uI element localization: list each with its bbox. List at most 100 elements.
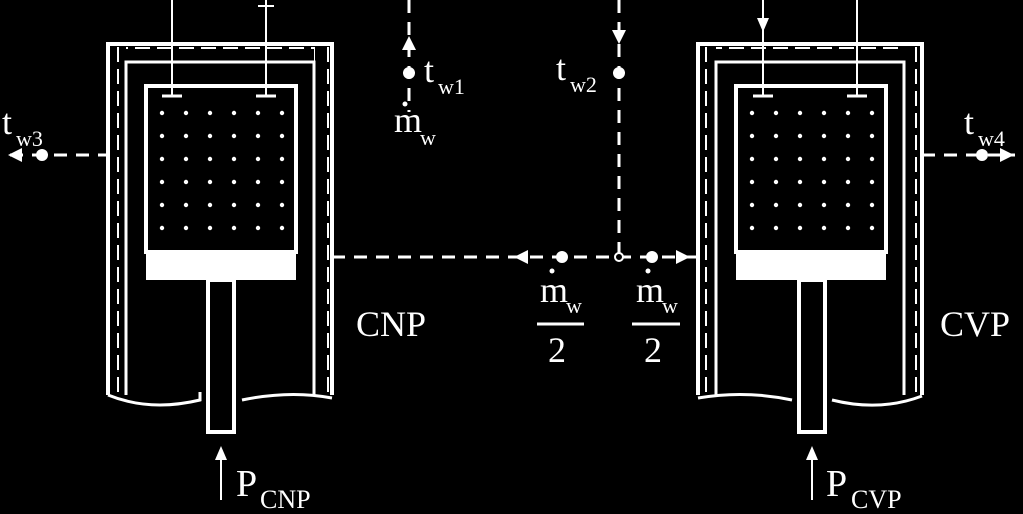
particle-dot: [869, 202, 875, 208]
particle-dot: [749, 133, 755, 139]
particle-dot: [773, 133, 779, 139]
particle-dot: [231, 202, 237, 208]
particle-dot: [845, 110, 851, 116]
particle-dot: [231, 225, 237, 231]
tw1-node: [403, 67, 415, 79]
flow-lines: [10, 0, 1015, 259]
particle-dot: [255, 156, 261, 162]
particle-dot: [749, 110, 755, 116]
label-tw4: t w4: [964, 102, 1005, 151]
cvp-chamber: [734, 84, 888, 254]
particle-dot: [869, 179, 875, 185]
particle-dot: [207, 156, 213, 162]
cnp-chamber: [144, 84, 298, 254]
particle-dot: [255, 225, 261, 231]
particle-dot: [231, 133, 237, 139]
tw3-arrow: [8, 148, 22, 162]
svg-text:t: t: [424, 50, 434, 90]
particle-dot: [869, 133, 875, 139]
particle-dot: [183, 110, 189, 116]
svg-text:w: w: [420, 125, 436, 150]
label-tw3: t w3: [2, 102, 43, 151]
particle-dot: [797, 202, 803, 208]
tw4-node: [976, 149, 988, 161]
particle-dot: [159, 133, 165, 139]
cvp-piston: [736, 252, 886, 280]
cnp-piston: [146, 252, 296, 280]
particle-dot: [279, 110, 285, 116]
svg-text:m: m: [394, 100, 422, 140]
particle-dot: [183, 179, 189, 185]
cnp-inner-wall: [124, 60, 316, 395]
particle-dot: [255, 202, 261, 208]
particle-dot: [207, 225, 213, 231]
cvp-jacket-left: [701, 47, 716, 392]
svg-text:2: 2: [548, 330, 566, 370]
particle-dot: [821, 110, 827, 116]
particle-dot: [749, 156, 755, 162]
particle-dot: [773, 110, 779, 116]
tw1-arrow: [402, 36, 416, 50]
tw2-arrow: [612, 30, 626, 44]
label-cvp: CVP: [940, 304, 1010, 344]
svg-text:w4: w4: [978, 126, 1005, 151]
svg-text:w: w: [662, 293, 678, 318]
svg-text:P: P: [826, 463, 847, 505]
cnp-jacket-right: [314, 47, 330, 392]
cvp-rod: [797, 278, 827, 434]
particle-dot: [773, 202, 779, 208]
svg-text:w2: w2: [570, 72, 597, 97]
particle-dot: [869, 110, 875, 116]
pressure-arrows: [215, 446, 818, 500]
cnp-break-left: [107, 392, 202, 407]
particle-dot: [159, 202, 165, 208]
svg-text:w1: w1: [438, 74, 465, 99]
split-left-node: [556, 251, 568, 263]
svg-text:t: t: [964, 102, 974, 142]
particle-dot: [183, 156, 189, 162]
cvp-break-right: [831, 394, 923, 407]
tw2-node: [613, 67, 625, 79]
particle-dot: [797, 110, 803, 116]
svg-text:w3: w3: [16, 126, 43, 151]
particle-dot: [207, 110, 213, 116]
particle-dot: [159, 225, 165, 231]
particle-dot: [183, 133, 189, 139]
svg-text:CNP: CNP: [260, 485, 311, 514]
label-half-left: m w 2: [537, 268, 584, 370]
particle-dot: [231, 110, 237, 116]
particle-dot: [749, 225, 755, 231]
svg-text:2: 2: [644, 330, 662, 370]
particle-dot: [749, 202, 755, 208]
particle-dot: [773, 156, 779, 162]
particle-dot: [773, 225, 779, 231]
particle-dot: [183, 202, 189, 208]
label-mw: m w: [394, 100, 436, 150]
cvp-jacket-top: [716, 47, 904, 61]
cnp-break-right: [241, 392, 333, 402]
split-right-node: [646, 251, 658, 263]
tw3-node: [36, 149, 48, 161]
cnp-jacket-top: [126, 47, 314, 61]
svg-text:t: t: [2, 102, 12, 142]
particle-dot: [845, 202, 851, 208]
particle-dot: [207, 202, 213, 208]
particle-dot: [279, 179, 285, 185]
particle-dot: [255, 179, 261, 185]
svg-text:CVP: CVP: [851, 485, 902, 514]
particle-dot: [279, 133, 285, 139]
cnp-outer-wall: [106, 42, 334, 395]
particle-dot: [845, 179, 851, 185]
cnp-rod: [206, 278, 236, 434]
label-cnp: CNP: [356, 304, 426, 344]
label-half-right: m w 2: [632, 268, 680, 370]
particle-dot: [279, 202, 285, 208]
svg-text:m: m: [636, 270, 664, 310]
svg-text:m: m: [540, 270, 568, 310]
label-tw1: t w1: [424, 50, 465, 99]
particle-dot: [845, 225, 851, 231]
split-left-arrow: [514, 250, 528, 264]
particle-dot: [279, 225, 285, 231]
junction-node: [614, 252, 624, 262]
